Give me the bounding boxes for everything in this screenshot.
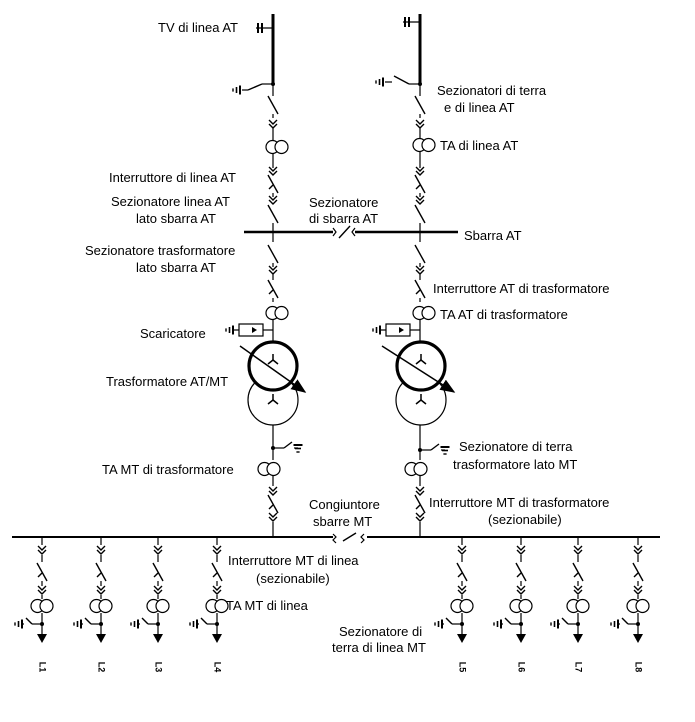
bus-coupler: [332, 532, 365, 544]
label-sez-linea-at-1: Sezionatore linea AT: [111, 194, 230, 209]
trafo-breaker-right: [414, 279, 426, 299]
ct-trafo-hv-right: [412, 305, 436, 321]
line-breaker-left: [267, 174, 279, 194]
mv-earthing-left: [271, 441, 304, 453]
label-sbarra-at: Sbarra AT: [464, 228, 522, 243]
label-interruttore-at-trasf: Interruttore AT di trasformatore: [433, 281, 610, 296]
surge-arrester-right: [372, 323, 421, 337]
chevron-right-3: [415, 195, 425, 205]
label-interruttore-linea-at: Interruttore di linea AT: [109, 170, 236, 185]
label-congiuntore-1: Congiuntore: [309, 497, 380, 512]
mv-feeders: L1 L2 L3 L4 L5 L6 L7 L8: [14, 537, 650, 673]
trafo-breaker-left: [267, 279, 279, 299]
feeder-label-l6: L6: [517, 662, 527, 673]
feeder-l3: L3: [130, 537, 170, 673]
ct-trafo-mv-left: [257, 461, 281, 477]
label-sez-terra-linea-1: Sezionatore di: [339, 624, 422, 639]
label-congiuntore-2: sbarre MT: [313, 514, 372, 529]
label-sez-terra-linea-2: terra di linea MT: [332, 640, 426, 655]
label-ta-mt-linea: TA MT di linea: [226, 598, 309, 613]
earthing-switch-right: [375, 75, 422, 88]
label-ta-linea-at: TA di linea AT: [440, 138, 518, 153]
transformer-left: [239, 340, 307, 426]
ct-trafo-mv-right: [404, 461, 428, 477]
feeder-label-l8: L8: [634, 662, 644, 673]
feeder-l2: L2: [73, 537, 113, 673]
withdrawable-breaker-left: [267, 486, 279, 522]
bus-section-disconnector: [332, 225, 356, 239]
hv-bay-right: [372, 14, 456, 537]
label-sez-terra-1: Sezionatori di terra: [437, 83, 547, 98]
earthing-switch-left: [232, 82, 275, 96]
trafo-disconnector-right: [414, 244, 426, 264]
label-sez-trasf-2: lato sbarra AT: [136, 260, 216, 275]
label-sez-sbarra-1: Sezionatore: [309, 195, 378, 210]
feeder-label-l5: L5: [458, 662, 468, 673]
ct-line-left: [265, 139, 289, 155]
chevron-left-4: [268, 265, 278, 275]
chevron-left-1: [268, 119, 278, 129]
label-sez-terra-trasf-1: Sezionatore di terra: [459, 439, 573, 454]
feeder-l4: L4: [189, 537, 229, 673]
feeder-l8: L8: [610, 537, 650, 673]
feeder-l6: L6: [493, 537, 533, 673]
label-int-mt-trasf-1: Interruttore MT di trasformatore: [429, 495, 609, 510]
line-disconnector-left: [267, 95, 279, 115]
feeder-label-l3: L3: [154, 662, 164, 673]
feeder-label-l1: L1: [38, 662, 48, 673]
label-trasformatore: Trasformatore AT/MT: [106, 374, 228, 389]
label-int-mt-linea-1: Interruttore MT di linea: [228, 553, 359, 568]
label-sez-linea-at-2: lato sbarra AT: [136, 211, 216, 226]
label-int-mt-trasf-2: (sezionabile): [488, 512, 562, 527]
trafo-disconnector-left: [267, 244, 279, 264]
mv-earthing-right: [418, 443, 451, 455]
ct-line-right: [412, 137, 436, 153]
line-disconnector-right: [414, 95, 426, 115]
labels: TV di linea AT Sezionatori di terra e di…: [85, 20, 610, 655]
feeder-label-l2: L2: [97, 662, 107, 673]
label-ta-mt-trasf: TA MT di trasformatore: [102, 462, 234, 477]
feeder-label-l4: L4: [213, 662, 223, 673]
chevron-left-3: [268, 195, 278, 205]
bus-disconnector-right: [414, 204, 426, 224]
withdrawable-breaker-right: [414, 486, 426, 522]
feeder-label-l7: L7: [574, 662, 584, 673]
line-breaker-right: [414, 174, 426, 194]
chevron-right-2: [415, 166, 425, 176]
label-scaricatore: Scaricatore: [140, 326, 206, 341]
chevron-right-1: [415, 119, 425, 129]
label-sez-sbarra-2: di sbarra AT: [309, 211, 378, 226]
surge-arrester-left: [225, 323, 274, 337]
label-sez-terra-trasf-2: trasformatore lato MT: [453, 457, 577, 472]
chevron-right-4: [415, 265, 425, 275]
hv-bay-left: [225, 14, 307, 537]
label-sez-trasf-1: Sezionatore trasformatore: [85, 243, 235, 258]
bus-disconnector-left: [267, 204, 279, 224]
label-ta-at-trasf: TA AT di trasformatore: [440, 307, 568, 322]
label-tv-linea-at: TV di linea AT: [158, 20, 238, 35]
label-sez-terra-2: e di linea AT: [444, 100, 515, 115]
vt-left: [256, 23, 273, 33]
feeder-l1: L1: [14, 537, 54, 673]
label-int-mt-linea-2: (sezionabile): [256, 571, 330, 586]
transformer-right: [381, 340, 456, 426]
hv-busbar: [244, 225, 458, 239]
feeder-l7: L7: [550, 537, 590, 673]
ct-trafo-hv-left: [265, 305, 289, 321]
feeder-l5: L5: [434, 537, 474, 673]
chevron-left-2: [268, 166, 278, 176]
mv-busbar: [12, 532, 660, 544]
vt-right: [403, 17, 420, 27]
